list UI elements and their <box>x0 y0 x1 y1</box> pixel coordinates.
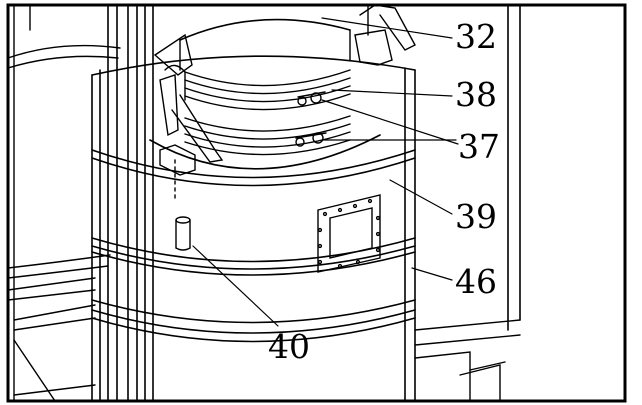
lid-and-clamp-rings <box>149 18 381 170</box>
leader-32 <box>321 17 453 39</box>
leader-40 <box>192 245 279 327</box>
frame-posts <box>107 5 521 401</box>
locating-pin <box>175 216 191 251</box>
leader-46 <box>411 267 453 281</box>
left-clamp-bracket <box>153 33 224 201</box>
right-clamp-bracket <box>354 5 416 66</box>
leader-38 <box>331 89 453 97</box>
access-panel <box>317 194 381 273</box>
label-39: 39 <box>455 197 497 236</box>
drum-body <box>91 55 416 401</box>
label-46: 46 <box>455 262 497 301</box>
label-38: 38 <box>455 75 497 114</box>
label-32: 32 <box>455 17 497 56</box>
base-frame <box>13 319 521 401</box>
leader-lines <box>192 17 459 327</box>
label-37: 37 <box>458 127 500 166</box>
leader-39 <box>389 179 453 215</box>
label-40: 40 <box>268 327 310 366</box>
leader-37a <box>321 99 459 145</box>
